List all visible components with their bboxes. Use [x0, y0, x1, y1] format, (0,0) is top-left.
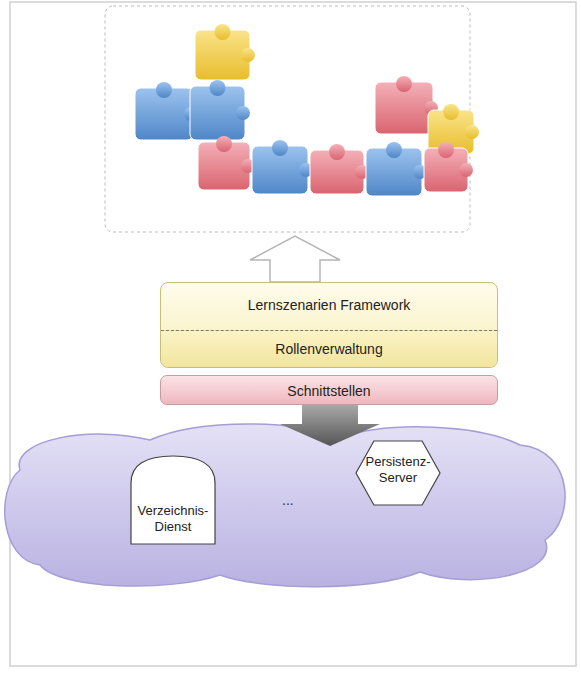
node-label: Lernszenarien Framework [161, 297, 497, 314]
puzzle-piece [310, 144, 369, 194]
framework-box: Lernszenarien FrameworkRollenverwaltung [160, 282, 498, 368]
interface-box: Schnittstellen [160, 375, 498, 405]
puzzle-piece [135, 82, 198, 140]
directory-tombstone: Verzeichnis- Dienst [130, 455, 216, 545]
node-label: Verzeichnis- Dienst [130, 503, 216, 534]
node-label: Schnittstellen [161, 383, 497, 400]
puzzle-frame [105, 6, 470, 232]
puzzle-piece [424, 142, 473, 192]
node-label: Rollenverwaltung [161, 341, 497, 358]
puzzle-pieces [135, 24, 479, 196]
down-arrow [280, 405, 380, 446]
puzzle-piece [198, 136, 255, 190]
role-band: Rollenverwaltung [161, 330, 497, 367]
cloud [5, 424, 565, 587]
puzzle-piece [195, 24, 255, 80]
puzzle-piece [428, 104, 479, 154]
puzzle-piece [366, 142, 427, 196]
puzzle-piece [190, 80, 250, 140]
node-label: Persistenz- Server [355, 454, 441, 485]
persistence-hexagon: Persistenz- Server [355, 440, 441, 506]
ellipsis-label: ... [282, 492, 294, 508]
puzzle-piece [252, 140, 313, 194]
up-arrow [250, 236, 340, 282]
